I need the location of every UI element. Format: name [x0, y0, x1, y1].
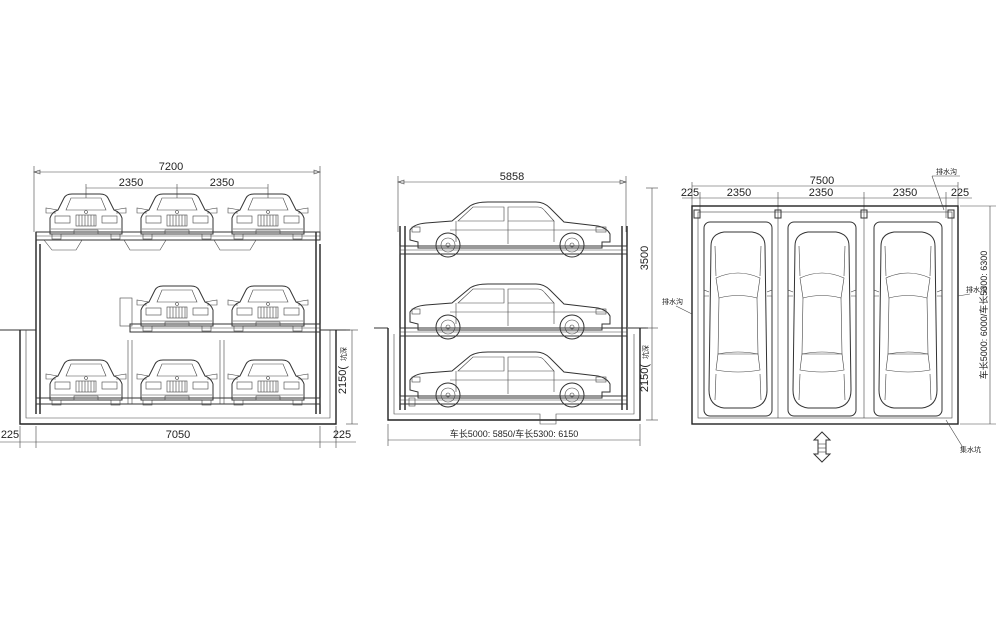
side-pit-depth: 2150(	[639, 364, 651, 392]
plan-right-margin: 225	[951, 187, 969, 199]
front-right-margin: 225	[333, 429, 351, 441]
plan-bay-1: 2350	[727, 187, 751, 199]
plan-note-bottom-right: 集水坑	[960, 445, 981, 454]
plan-note-left: 排水沟	[662, 297, 683, 306]
plan-depth: 车长5000: 6000/车长5300: 6300	[978, 251, 989, 380]
side-length: 5858	[500, 171, 524, 183]
front-bay-spacing-1: 2350	[119, 177, 143, 189]
entry-arrow-icon	[812, 431, 832, 463]
front-bay-spacing-2: 2350	[210, 177, 234, 189]
plan-bay-2: 2350	[809, 187, 833, 199]
plan-bay-3: 2350	[893, 187, 917, 199]
front-pit-width: 7050	[166, 429, 190, 441]
plan-view: 7500 225 2350 2350 2350 225	[662, 167, 996, 463]
plan-note-right: 排水沟	[966, 285, 987, 294]
front-pit-depth-note: 坑深	[339, 347, 348, 361]
side-level-height: 3500	[639, 246, 651, 270]
side-pit-length: 车长5000: 5850/车长5300: 6150	[450, 428, 579, 439]
plan-left-margin: 225	[681, 187, 699, 199]
side-pit-depth-note: 坑深	[641, 345, 650, 359]
front-view: 7200 2350 2350	[0, 161, 358, 448]
side-view: 5858 3500 2150(	[374, 171, 658, 446]
front-pit-depth: 2150(	[337, 366, 349, 394]
plan-overall-width: 7500	[810, 175, 834, 187]
plan-note-top-right: 排水沟	[936, 167, 957, 176]
front-left-margin: 225	[1, 429, 19, 441]
front-overall-width: 7200	[159, 161, 183, 173]
